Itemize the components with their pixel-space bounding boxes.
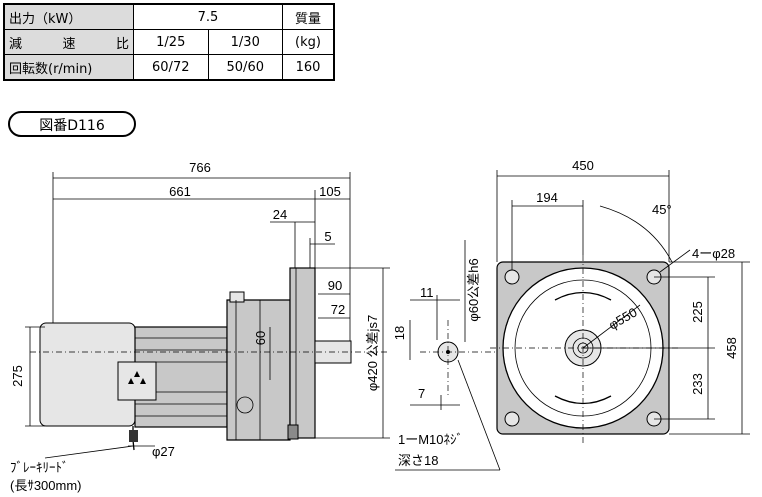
dim-angle: 45° [652,202,672,217]
dim-shaft-dia: φ60公差h6 [466,258,481,321]
terminal-box [117,361,157,401]
mount-hole-bl [504,411,520,427]
dim-holes: 4ーφ28 [692,246,735,261]
dim-gear: 105 [319,184,341,199]
dim-height: 275 [10,365,25,387]
mass-label-1: 質量 [294,11,321,27]
dim-72: 72 [331,302,345,317]
gear-housing [226,299,291,441]
side-view: 766 661 105 24 5 90 72 60 275 φ420 公差js7… [10,160,390,493]
brake-lead-gland [129,430,138,442]
mass-label: 質量 [282,3,335,30]
shaft-detail: 11 18 7 φ60公差h6 1ーM10ﾈｼﾞ 深さ18 [392,240,501,471]
dim-brake-dia: φ27 [152,444,175,459]
dim-overall: 766 [189,160,211,175]
dim-194: 194 [536,190,558,205]
side-dimension-lines [25,172,390,459]
front-view: 450 194 45° 4ーφ28 φ550 225 233 458 [490,158,750,445]
speed-2: 50/60 [207,54,283,81]
ratio-1: 1/25 [133,29,209,55]
dim-7: 7 [418,386,425,401]
dim-24: 24 [273,207,287,222]
dim-60: 60 [253,331,268,345]
eyebolt [229,291,245,303]
brake-lead-label: ﾌﾞﾚｰｷﾘｰﾄﾞ [10,460,69,475]
rib-top [554,291,612,301]
dim-5: 5 [324,229,331,244]
ratio-label: 減 速 比 [3,29,134,55]
figure-label: 図番D116 [8,111,136,137]
mount-hole-tl [504,269,520,285]
tap-spec: 1ーM10ﾈｼﾞ [398,432,463,447]
dim-90: 90 [328,278,342,293]
speed-label: 回転数(r/min) [3,54,134,81]
dim-233: 233 [690,373,705,395]
tap-depth: 深さ18 [398,453,438,468]
dim-flange-dia: φ420 公差js7 [365,315,380,391]
flange [289,267,316,439]
dim-458: 458 [724,337,739,359]
spec-table: 出力（kW） 7.5 質量 減 速 比 1/25 1/30 (kg) 回転数(r… [3,3,335,81]
dim-motor: 661 [169,184,191,199]
dim-18: 18 [392,326,407,340]
brake-lead-length: (長ｻ300mm) [10,478,82,493]
mass-unit: (kg) [282,29,335,55]
dim-225: 225 [690,301,705,323]
mass-value: 160 [282,54,335,81]
dim-width: 450 [572,158,594,173]
front-dimension-lines [496,170,750,435]
mitsubishi-logo-icon [128,371,146,384]
speed-1: 60/72 [133,54,209,81]
dim-11: 11 [420,285,434,300]
ratio-2: 1/30 [207,29,283,55]
